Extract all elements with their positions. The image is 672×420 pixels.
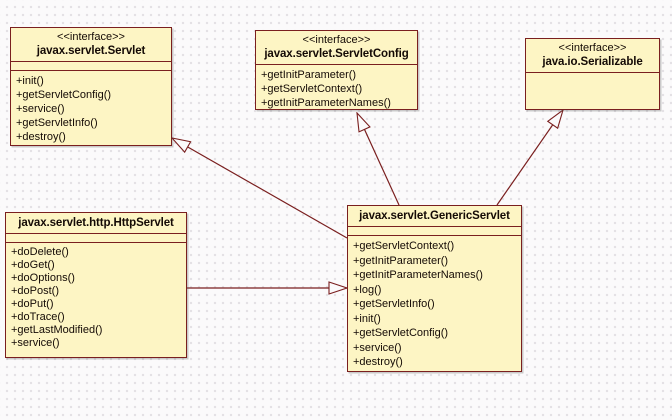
stereotype-label: <<interface>> [558, 42, 627, 54]
compartment-divider [348, 235, 521, 236]
operations-compartment[interactable]: +getInitParameter() +getServletContext()… [256, 65, 417, 109]
method-item[interactable]: +doOptions() [11, 272, 75, 284]
class-box-servletconfig[interactable]: <<interface>> javax.servlet.ServletConfi… [255, 30, 418, 110]
class-name: javax.servlet.GenericServlet [359, 210, 510, 222]
method-item[interactable]: +getServletInfo() [353, 298, 435, 310]
method-item[interactable]: +init() [16, 75, 44, 87]
generalization-arrow-genericservlet-to-serializable[interactable] [496, 110, 563, 206]
class-name: javax.servlet.Servlet [36, 45, 146, 57]
method-item[interactable]: +getInitParameterNames() [261, 97, 391, 109]
compartment-divider [11, 70, 171, 71]
method-item[interactable]: +getInitParameter() [353, 254, 449, 267]
operations-compartment[interactable]: +getServletContext() +getInitParameter()… [348, 236, 521, 371]
class-name: javax.servlet.ServletConfig [264, 48, 409, 60]
method-item[interactable]: +doDelete() [11, 246, 69, 258]
method-item[interactable]: +service() [16, 103, 65, 115]
compartment-divider [6, 233, 186, 234]
attributes-compartment[interactable] [348, 227, 521, 235]
method-item[interactable]: +destroy() [16, 131, 66, 143]
operations-compartment[interactable]: +init() +getServletConfig() +service() +… [11, 71, 171, 145]
class-box-servlet[interactable]: <<interface>> javax.servlet.Servlet +ini… [10, 27, 172, 146]
generalization-arrow-genericservlet-to-servlet[interactable] [172, 138, 348, 239]
operations-compartment[interactable]: +doDelete() +doGet() +doOptions() +doPos… [6, 243, 186, 357]
stereotype-label: <<interface>> [57, 31, 125, 43]
attributes-compartment[interactable] [6, 234, 186, 242]
method-item[interactable]: +doTrace() [11, 311, 65, 323]
method-item[interactable]: +getServletInfo() [16, 117, 98, 129]
class-title-serializable[interactable]: <<interface>> java.io.Serializable [526, 39, 659, 72]
method-item[interactable]: +doGet() [11, 259, 55, 271]
class-box-httpservlet[interactable]: javax.servlet.http.HttpServlet +doDelete… [5, 212, 187, 358]
method-item[interactable]: +init() [353, 312, 381, 325]
compartment-divider [256, 64, 417, 65]
class-title-httpservlet[interactable]: javax.servlet.http.HttpServlet [6, 213, 186, 233]
method-item[interactable]: +destroy() [353, 356, 403, 368]
method-item[interactable]: +getServletConfig() [16, 89, 112, 101]
method-item[interactable]: +getLastModified() [11, 324, 103, 336]
method-item[interactable]: +log() [353, 283, 382, 296]
method-item[interactable]: +doPut() [11, 298, 54, 310]
class-box-serializable[interactable]: <<interface>> java.io.Serializable [525, 38, 660, 110]
method-item[interactable]: +getServletContext() [353, 240, 455, 252]
stereotype-label: <<interface>> [302, 34, 371, 46]
method-item[interactable]: +getServletConfig() [353, 327, 449, 339]
class-box-genericservlet[interactable]: javax.servlet.GenericServlet +getServlet… [347, 205, 522, 372]
class-name: javax.servlet.http.HttpServlet [18, 217, 174, 229]
class-name: java.io.Serializable [542, 56, 643, 68]
attributes-compartment[interactable] [11, 62, 171, 70]
method-item[interactable]: +doPost() [11, 285, 59, 297]
method-item[interactable]: +service() [353, 341, 402, 354]
class-title-servletconfig[interactable]: <<interface>> javax.servlet.ServletConfi… [256, 31, 417, 64]
compartment-divider [11, 61, 171, 62]
generalization-arrow-genericservlet-to-servletconfig[interactable] [357, 113, 400, 206]
class-title-genericservlet[interactable]: javax.servlet.GenericServlet [348, 206, 521, 226]
compartment-divider [348, 226, 521, 227]
method-item[interactable]: +service() [11, 337, 60, 349]
class-title-servlet[interactable]: <<interface>> javax.servlet.Servlet [11, 28, 171, 61]
compartment-divider [6, 242, 186, 243]
operations-compartment[interactable] [526, 73, 659, 109]
compartment-divider [526, 72, 659, 73]
method-item[interactable]: +getServletContext() [261, 83, 363, 95]
method-item[interactable]: +getInitParameter() [261, 69, 357, 81]
method-item[interactable]: +getInitParameterNames() [353, 269, 483, 281]
